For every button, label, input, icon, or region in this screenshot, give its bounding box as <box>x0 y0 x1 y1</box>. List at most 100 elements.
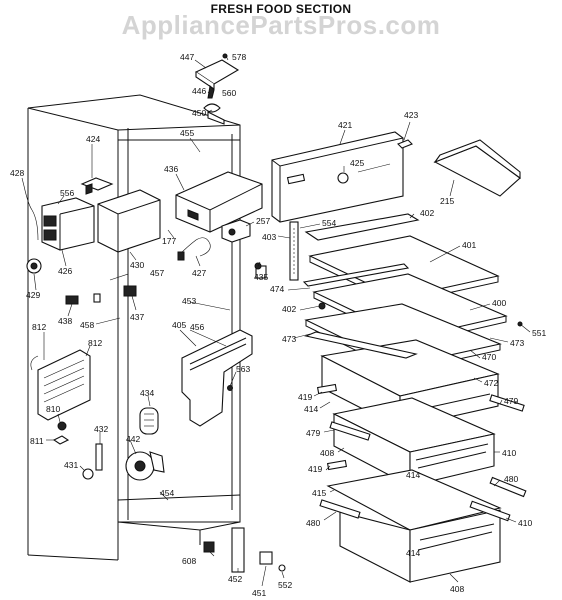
crisper-drawer-lower <box>326 469 502 583</box>
leader-lines <box>21 55 531 587</box>
knob <box>397 139 413 149</box>
slide-479-right <box>489 394 525 412</box>
callout-473-left: 473 <box>282 334 296 344</box>
callout-425: 425 <box>350 158 364 168</box>
sensor <box>221 219 251 243</box>
callout-432: 432 <box>94 424 108 434</box>
callout-470: 470 <box>482 352 496 362</box>
callout-551: 551 <box>532 328 546 338</box>
callout-811: 811 <box>30 436 44 446</box>
shelf-rail <box>289 221 299 281</box>
part-437 <box>123 285 137 297</box>
door-bin <box>433 139 521 197</box>
callout-453: 453 <box>182 296 196 306</box>
callout-402-top: 402 <box>420 208 434 218</box>
control-housing <box>271 131 404 223</box>
diagram-title: FRESH FOOD SECTION <box>210 2 352 16</box>
callout-554: 554 <box>322 218 336 228</box>
callout-410-bottom: 410 <box>518 518 532 528</box>
timer-434 <box>139 407 159 435</box>
callout-560: 560 <box>222 88 236 98</box>
shelf-support-473 <box>304 331 418 359</box>
callout-426: 426 <box>58 266 72 276</box>
thermostat-module <box>41 177 114 251</box>
callout-415: 415 <box>312 488 326 498</box>
wire-connector <box>177 251 185 261</box>
slide-419 <box>316 383 338 395</box>
callout-451: 451 <box>252 588 266 598</box>
callout-473-right: 473 <box>510 338 524 348</box>
callout-480-right: 480 <box>504 474 518 484</box>
callout-450: 450 <box>192 108 206 118</box>
callout-436: 436 <box>164 164 178 174</box>
callout-419-bottom: 419 <box>308 464 322 474</box>
callout-421: 421 <box>338 120 352 130</box>
callout-563: 563 <box>236 364 250 374</box>
callout-812-top: 812 <box>32 322 46 332</box>
part-451 <box>259 551 273 565</box>
callout-labels: 447 578 446 560 450 455 421 423 424 425 … <box>10 52 546 598</box>
callout-424: 424 <box>86 134 100 144</box>
callout-177: 177 <box>162 236 176 246</box>
callout-414-top: 414 <box>304 404 318 414</box>
slide-480-right <box>489 476 527 498</box>
part-431 <box>82 468 94 480</box>
callout-403: 403 <box>262 232 276 242</box>
callout-446: 446 <box>192 86 206 96</box>
callout-429: 429 <box>26 290 40 300</box>
callout-608: 608 <box>182 556 196 566</box>
callout-479-left: 479 <box>306 428 320 438</box>
callout-427: 427 <box>192 268 206 278</box>
part-blank <box>93 293 101 303</box>
part-608 <box>203 541 215 553</box>
callout-410-top: 410 <box>502 448 516 458</box>
callout-456: 456 <box>190 322 204 332</box>
wire-428 <box>23 185 39 241</box>
callout-434: 434 <box>140 388 154 398</box>
rail-474 <box>302 263 410 287</box>
control-box <box>97 189 161 253</box>
fan-housing <box>175 171 263 233</box>
wire-harness <box>177 237 211 257</box>
part-438 <box>65 295 79 305</box>
screw-563 <box>227 385 233 391</box>
bracket-452 <box>231 527 245 573</box>
light-cover-assembly <box>194 53 240 125</box>
callout-401: 401 <box>462 240 476 250</box>
callout-472: 472 <box>484 378 498 388</box>
callout-455: 455 <box>180 128 194 138</box>
callout-457: 457 <box>150 268 164 278</box>
callout-430: 430 <box>130 260 144 270</box>
callout-438: 438 <box>58 316 72 326</box>
callout-215: 215 <box>440 196 454 206</box>
damper-442 <box>125 451 165 481</box>
callout-447: 447 <box>180 52 194 62</box>
callout-812-mid: 812 <box>88 338 102 348</box>
knob-429-center <box>30 262 38 270</box>
callout-552: 552 <box>278 580 292 590</box>
callout-452: 452 <box>228 574 242 584</box>
callout-402-mid: 402 <box>282 304 296 314</box>
callout-556: 556 <box>60 188 74 198</box>
slide-419-lower <box>326 459 348 471</box>
callout-578: 578 <box>232 52 246 62</box>
callout-257: 257 <box>256 216 270 226</box>
slide-410-right <box>469 500 511 522</box>
callout-400: 400 <box>492 298 506 308</box>
callout-479-right: 479 <box>504 396 518 406</box>
heater-panel <box>30 349 91 421</box>
callout-419-top: 419 <box>298 392 312 402</box>
callout-454: 454 <box>160 488 174 498</box>
callout-431: 431 <box>64 460 78 470</box>
part-811 <box>52 435 70 445</box>
callout-458: 458 <box>80 320 94 330</box>
watermark: AppliancePartsPros.com <box>121 10 441 40</box>
callout-810: 810 <box>46 404 60 414</box>
callout-435: 435 <box>254 272 268 282</box>
evaporator-cover <box>181 329 253 427</box>
callout-437: 437 <box>130 312 144 322</box>
part-810 <box>57 421 67 431</box>
cabinet-liner <box>27 94 241 561</box>
callout-408-mid: 408 <box>320 448 334 458</box>
